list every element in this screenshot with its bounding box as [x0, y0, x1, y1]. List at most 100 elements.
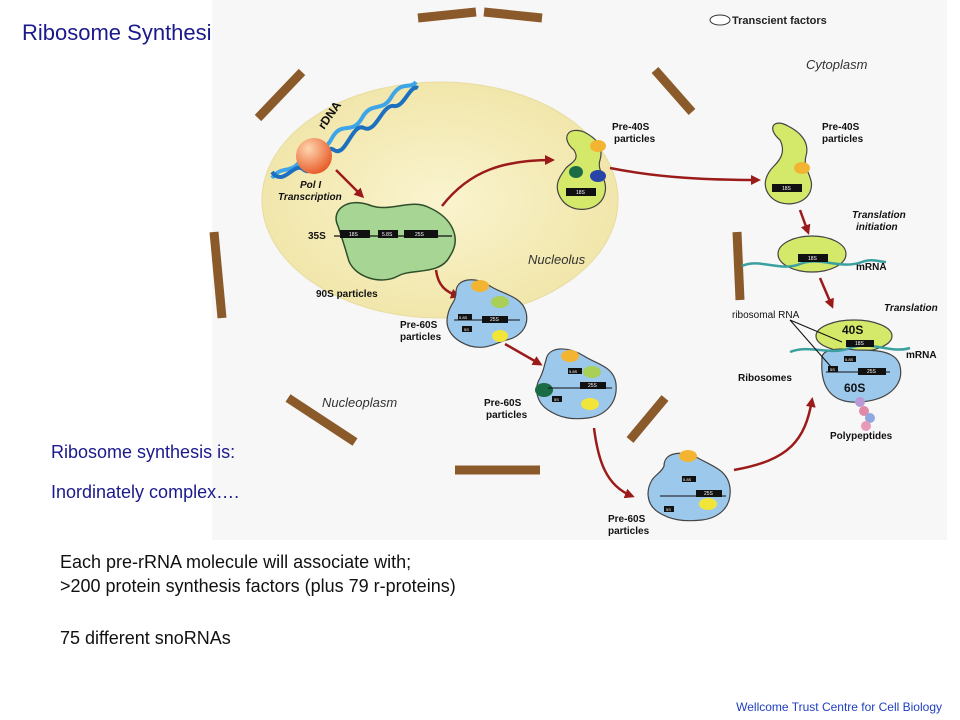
- rrna-box-25s-60s-np: [580, 382, 606, 389]
- rrna-5s-60s-np: 5S: [554, 397, 559, 402]
- pre60s-c-line-2: particles: [608, 526, 650, 537]
- pre40s-cyto-label: Pre-40S particles: [822, 122, 864, 145]
- rrna-box-25s-35s: [404, 230, 438, 238]
- legend-label: Transcient factors: [732, 15, 827, 27]
- pre40s-c-line-2: particles: [822, 134, 864, 145]
- nucleolus-label: Nucleolus: [528, 252, 586, 267]
- pol1-line-1: Pol I: [300, 180, 321, 191]
- pre40s-nucleolar-label: Pre-40S particles: [612, 122, 656, 145]
- ribosome-pathway-diagram: Transcient factors Cytoplasm Nucleolus N…: [209, 7, 938, 537]
- rrna-25s-60s-c: 25S: [704, 491, 714, 497]
- ribosomes-label: Ribosomes: [738, 373, 792, 384]
- factor-yellow-60s-np: [581, 398, 599, 410]
- rrna-58s-35s: 5.8S: [382, 232, 393, 238]
- credit-footer: Wellcome Trust Centre for Cell Biology: [736, 700, 942, 714]
- pol1-line-2: Transcription: [278, 192, 342, 203]
- pre60s-n-line-2: particles: [400, 332, 442, 343]
- rrna-58s-60s-n: 5.8S: [459, 315, 468, 320]
- arrow-pol1-to-35s: [335, 169, 365, 199]
- factors-note: >200 protein synthesis factors (plus 79 …: [60, 576, 456, 596]
- ribosomal-rna-label: ribosomal RNA: [732, 310, 800, 321]
- mrna-label-2: mRNA: [906, 350, 937, 361]
- mrna-label-1: mRNA: [856, 262, 887, 273]
- subunit-60s-label: 60S: [844, 381, 865, 395]
- polypeptide-chain: [855, 397, 875, 431]
- rrna-18s-35s: 18S: [349, 232, 359, 238]
- rrna-25s-60s-np: 25S: [588, 383, 598, 389]
- nuclear-membrane: [209, 7, 745, 475]
- rrna-box-18s-35s: [340, 230, 370, 238]
- legend-swatch: [709, 14, 731, 26]
- rrna-box-25s-60s-c: [696, 490, 722, 497]
- rrna-box-58s-60s-np: [568, 368, 582, 374]
- factor-yellow-60s-n: [492, 330, 508, 342]
- rrna-box-58s-60s-c: [682, 476, 696, 482]
- factor-darkgreen-60s-np: [535, 383, 553, 397]
- subunit-40s-label: 40S: [842, 323, 863, 337]
- rrna-box-5s-60s-n: [462, 326, 472, 332]
- mrna-strand-1: [741, 258, 887, 268]
- pol1-sphere: [296, 138, 332, 174]
- ribosomal-rna-pointer-2: [789, 319, 833, 369]
- arrow-nucleolar-to-cyto-40s: [609, 166, 761, 185]
- ti-line-2: initiation: [856, 222, 898, 233]
- arrow-pre40s-to-initiation: [798, 209, 811, 235]
- pre60s-nucleoplasm-label: Pre-60S particles: [484, 398, 528, 421]
- rrna-box-18s-init: [798, 254, 828, 262]
- rrna-box-25s-ribo: [858, 368, 886, 375]
- translation-label: Translation: [884, 303, 938, 314]
- rrna-box-58s-ribo: [844, 356, 856, 362]
- rrna-box-58s-60s-n: [458, 314, 472, 320]
- ti-line-1: Translation: [852, 210, 906, 221]
- factor-orange-40s-c: [794, 162, 810, 174]
- rrna-box-5s-60s-np: [552, 396, 562, 402]
- pre40s-c-line-1: Pre-40S: [822, 122, 860, 133]
- mrna-strand-2: [789, 344, 911, 354]
- pre60s-n-line-1: Pre-60S: [400, 320, 438, 331]
- rrna-18s-40s-n: 18S: [576, 190, 586, 196]
- factor-orange-60s-np: [561, 350, 579, 362]
- rrna-box-58s-35s: [378, 230, 398, 238]
- synthesis-heading: Ribosome synthesis is:: [51, 442, 236, 462]
- label-90s: 90S particles: [316, 289, 378, 300]
- factor-orange-60s-n: [471, 280, 489, 292]
- pre60s-cyto-label: Pre-60S particles: [608, 514, 650, 537]
- rrna-18s-ribo: 18S: [855, 341, 865, 347]
- pre60s-c-line-1: Pre-60S: [608, 514, 646, 525]
- arrow-35s-to-pre40s: [441, 155, 555, 207]
- rrna-5s-60s-c: 5S: [666, 507, 671, 512]
- rrna-25s-60s-n: 25S: [490, 317, 500, 323]
- particle-pre40s-cyto: [764, 122, 812, 205]
- rrna-5s-ribo: 5S: [830, 367, 835, 372]
- association-note: Each pre-rRNA molecule will associate wi…: [60, 552, 412, 572]
- pathway-arrows: [335, 155, 834, 499]
- translation-initiation-label: Translation initiation: [852, 210, 909, 233]
- rrna-box-18s-ribo: [846, 340, 874, 347]
- factor-orange-60s-c: [679, 450, 697, 462]
- rrna-58s-ribo: 5.8S: [845, 357, 854, 362]
- pre40s-n-line-2: particles: [614, 134, 656, 145]
- factor-green-60s-n: [491, 296, 509, 308]
- ribosomal-rna-pointer: [789, 319, 843, 343]
- factor-yellow-60s-c: [699, 498, 717, 510]
- label-35s: 35S: [308, 231, 326, 242]
- rrna-25s-35s: 25S: [415, 232, 425, 238]
- arrow-nucleoplasm-to-cyto-60s: [592, 427, 635, 499]
- pre60s-nucleolar-label: Pre-60S particles: [400, 320, 442, 343]
- rrna-58s-60s-c: 5.8S: [683, 477, 692, 482]
- factor-darkgreen-40s-n: [569, 166, 583, 178]
- arrow-cyto-60s-to-ribosome: [733, 397, 816, 472]
- pol1-label: Pol I Transcription: [278, 180, 342, 203]
- factor-blue-40s-n: [590, 170, 606, 182]
- rrna-box-25s-60s-n: [482, 316, 508, 323]
- pre60s-np-line-1: Pre-60S: [484, 398, 522, 409]
- arrow-pre60s-to-nucleoplasm: [504, 342, 543, 366]
- arrow-35s-to-pre60s: [434, 269, 461, 299]
- pre60s-np-line-2: particles: [486, 410, 528, 421]
- polypeptides-label: Polypeptides: [830, 431, 893, 442]
- snorna-note: 75 different snoRNAs: [60, 628, 231, 648]
- rrna-5s-60s-n: 5S: [464, 327, 469, 332]
- rrna-box-5s-60s-c: [664, 506, 674, 512]
- factor-orange-40s-n: [590, 140, 606, 152]
- rrna-25s-ribo: 25S: [867, 369, 877, 375]
